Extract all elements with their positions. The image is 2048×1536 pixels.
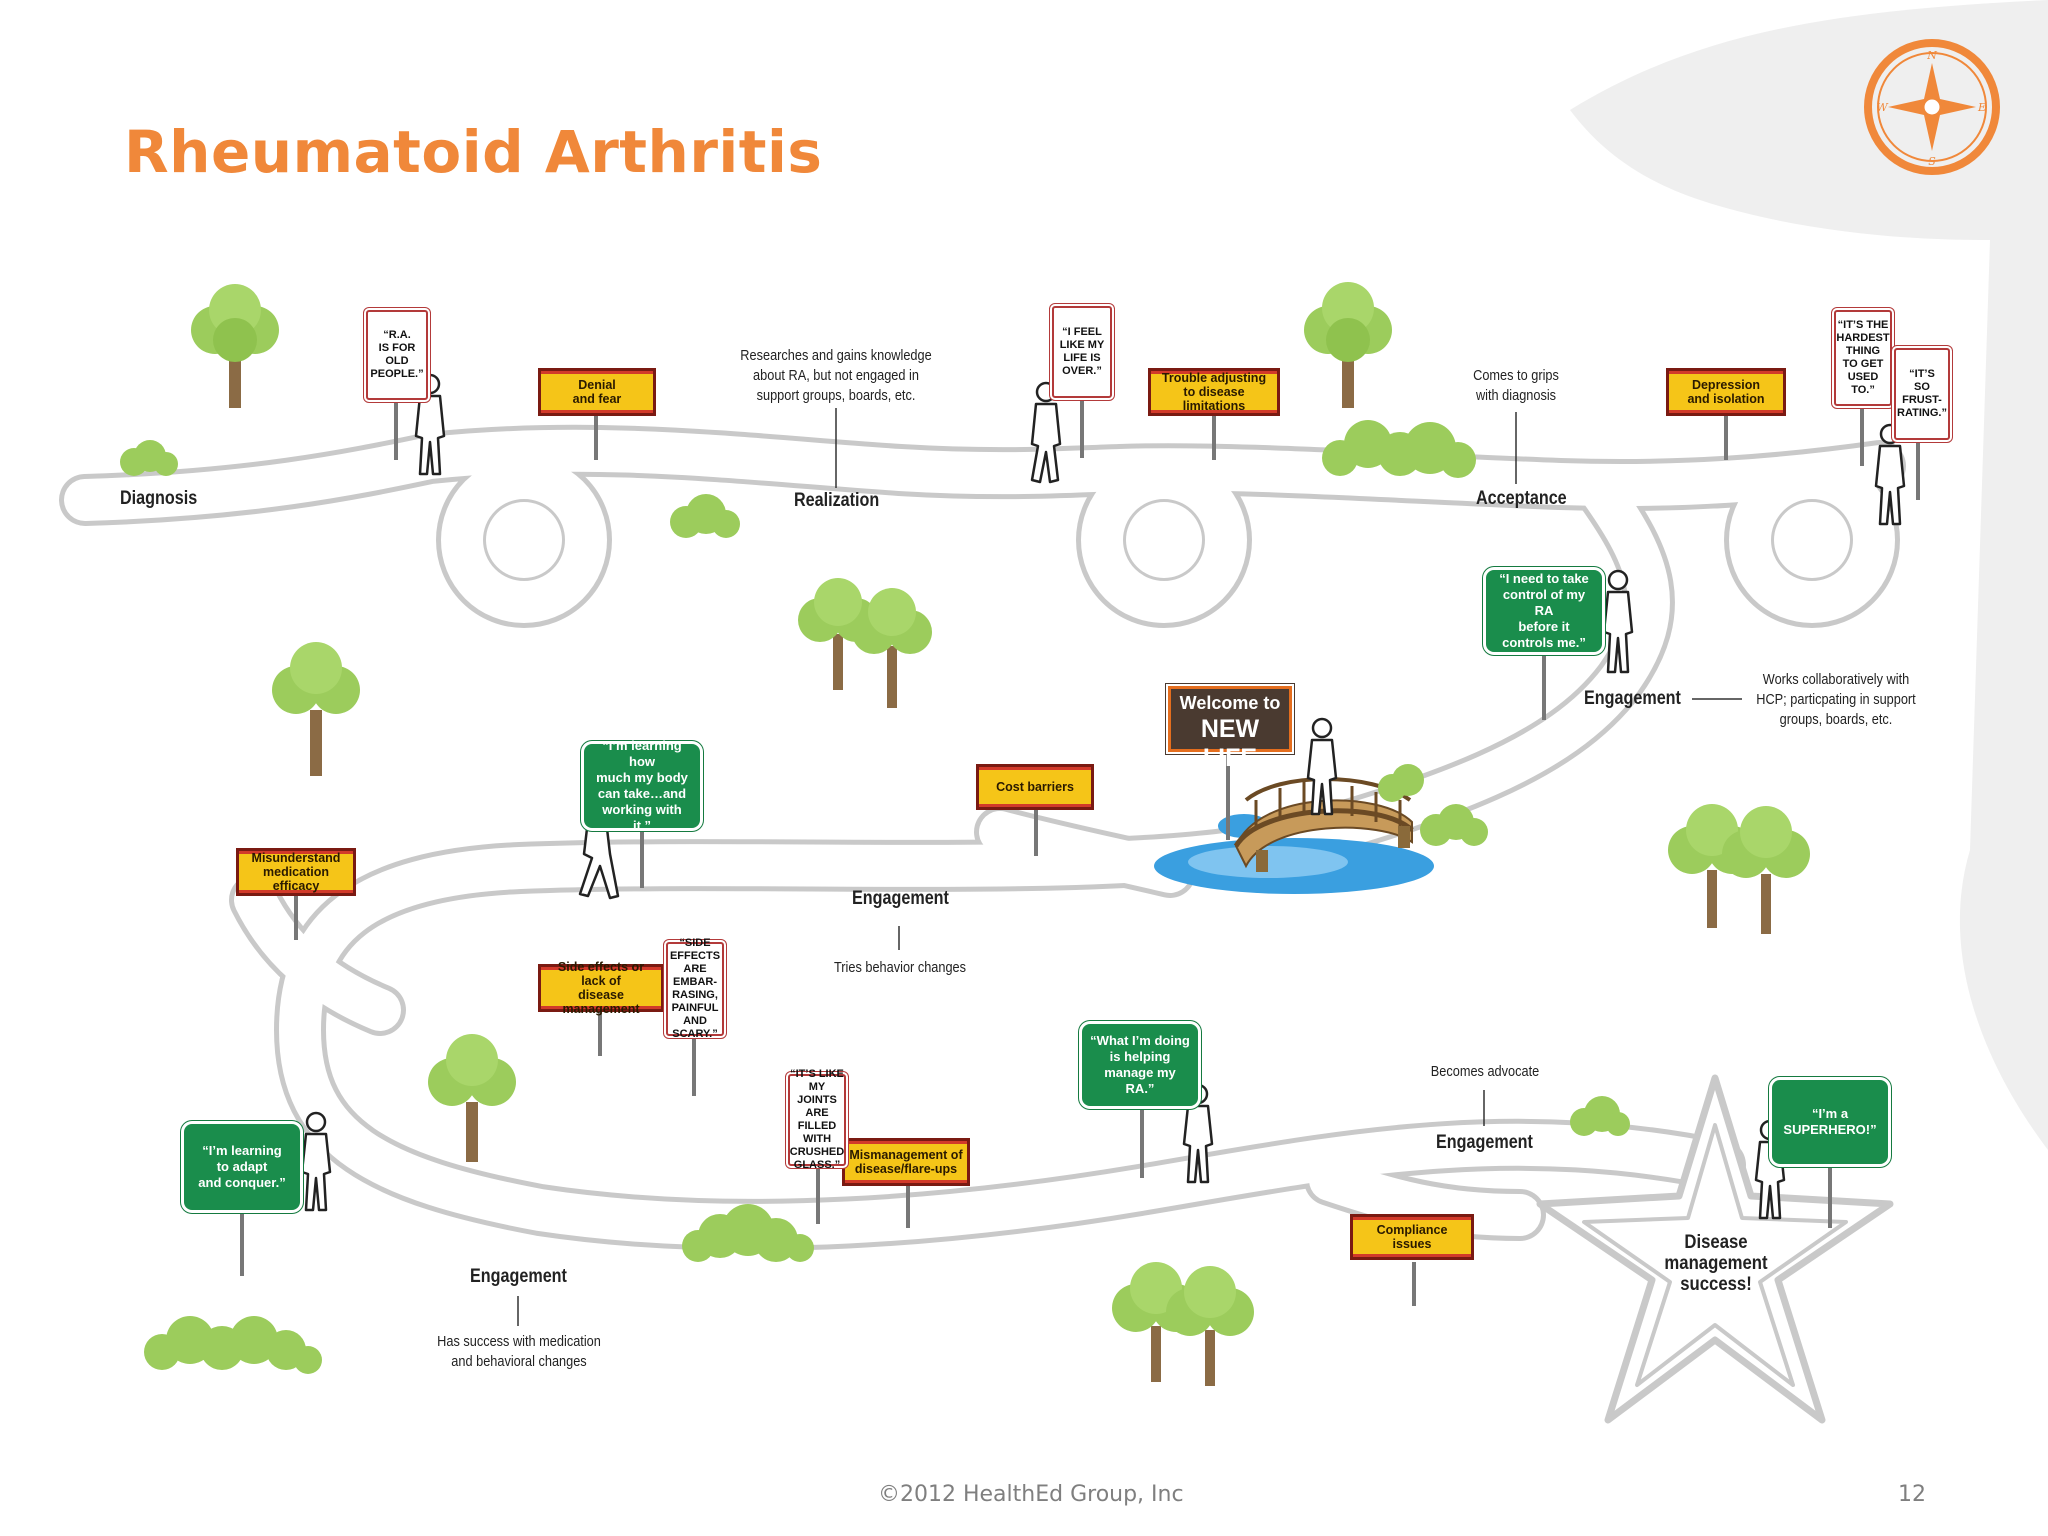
note-acceptance: Comes to grips with diagnosis bbox=[1473, 367, 1559, 404]
compass-north: N bbox=[1926, 49, 1937, 62]
welcome-line-1: Welcome to bbox=[1179, 693, 1281, 713]
warning-sign-denial: Denial and fear bbox=[538, 368, 656, 416]
bush bbox=[682, 1204, 814, 1262]
trees bbox=[191, 282, 1810, 1386]
tree bbox=[1722, 806, 1810, 934]
slide-title: Rheumatoid Arthritis bbox=[124, 118, 823, 186]
warning-sign-trouble-adjusting: Trouble adjusting to disease limitations bbox=[1148, 368, 1280, 416]
stage-label-engagement: Engagement bbox=[1436, 1132, 1533, 1153]
bush bbox=[1378, 764, 1424, 802]
tree bbox=[852, 588, 932, 708]
page-number: 12 bbox=[1898, 1482, 1926, 1507]
bush bbox=[670, 494, 740, 538]
tree bbox=[1304, 282, 1392, 408]
stage-label-engagement: Engagement bbox=[1584, 688, 1681, 709]
stage-label-engagement: Engagement bbox=[470, 1266, 567, 1287]
note-medication-success: Has success with medication and behavior… bbox=[437, 1333, 601, 1370]
leader-lines bbox=[517, 408, 1742, 1326]
warning-sign-side-effects: Side effects or lack of disease manageme… bbox=[538, 960, 664, 1016]
tree bbox=[272, 642, 360, 776]
green-sign-helping: “What I’m doing is helping manage my RA.… bbox=[1082, 1024, 1198, 1106]
road bbox=[59, 424, 1906, 1251]
green-sign-adapt-conquer: “I’m learning to adapt and conquer.” bbox=[184, 1124, 300, 1210]
compass-west: W bbox=[1876, 101, 1889, 114]
person-figure bbox=[1030, 381, 1062, 484]
stage-label-realization: Realization bbox=[794, 490, 880, 511]
tree bbox=[1166, 1266, 1254, 1386]
quote-sign-frustrating: “IT’S SO FRUST- RATING.” bbox=[1894, 348, 1950, 440]
quote-sign-old-people: “R.A. IS FOR OLD PEOPLE.” bbox=[366, 310, 428, 400]
compass-icon: N E S W bbox=[1864, 39, 2000, 175]
person-figure bbox=[1306, 717, 1338, 816]
bush bbox=[120, 440, 178, 476]
stage-label-acceptance: Acceptance bbox=[1476, 488, 1567, 509]
note-realization: Researches and gains knowledge about RA,… bbox=[740, 347, 932, 404]
tree bbox=[191, 284, 279, 408]
quote-sign-crushed-glass: “IT’S LIKE MY JOINTS ARE FILLED WITH CRU… bbox=[788, 1068, 846, 1171]
person-figure bbox=[1602, 569, 1634, 674]
bush bbox=[1420, 804, 1488, 846]
warning-sign-depression: Depression and isolation bbox=[1666, 368, 1786, 416]
stage-label-diagnosis: Diagnosis bbox=[120, 488, 198, 509]
person-figure bbox=[300, 1111, 332, 1212]
welcome-new-life-sign: Welcome to NEW LIFE bbox=[1168, 686, 1292, 772]
bush bbox=[1322, 420, 1476, 478]
bush bbox=[144, 1316, 322, 1374]
stage-label-engagement: Engagement bbox=[852, 888, 949, 909]
tree bbox=[428, 1034, 516, 1162]
warning-sign-compliance: Compliance issues bbox=[1350, 1214, 1474, 1260]
green-sign-take-control: “I need to take control of my RA before … bbox=[1486, 570, 1602, 652]
welcome-line-2: NEW LIFE bbox=[1200, 715, 1260, 772]
bushes bbox=[120, 420, 1630, 1374]
green-sign-superhero: “I’m a SUPERHERO!” bbox=[1772, 1080, 1888, 1164]
person-figure bbox=[1874, 423, 1906, 526]
copyright: ©2012 HealthEd Group, Inc bbox=[878, 1482, 1184, 1507]
warning-sign-mismanagement: Mismanagement of disease/flare-ups bbox=[842, 1138, 970, 1186]
warning-sign-misunderstand: Misunderstand medication efficacy bbox=[236, 848, 356, 896]
background-swoosh bbox=[1570, 0, 2048, 1150]
warning-sign-cost-barriers: Cost barriers bbox=[976, 764, 1094, 810]
quote-sign-embarrassing: “SIDE EFFECTS ARE EMBAR- RASING, PAINFUL… bbox=[666, 937, 724, 1040]
note-becomes-advocate: Becomes advocate bbox=[1430, 1063, 1540, 1080]
note-behavior-changes: Tries behavior changes bbox=[833, 959, 967, 976]
goal-label: Disease management success! bbox=[1664, 1232, 1768, 1295]
compass-south: S bbox=[1928, 155, 1936, 168]
goal-star bbox=[1536, 1074, 1894, 1424]
compass-east: E bbox=[1977, 101, 1986, 114]
sign-posts bbox=[240, 398, 1920, 1306]
bush bbox=[1570, 1096, 1630, 1136]
green-sign-learning-body: “I’m learning how much my body can take…… bbox=[584, 738, 700, 833]
note-engagement-hcp: Works collaboratively with HCP; particpa… bbox=[1756, 671, 1916, 728]
quote-sign-hardest-thing: “IT’S THE HARDEST THING TO GET USED TO.” bbox=[1834, 310, 1892, 406]
quote-sign-life-over: “I FEEL LIKE MY LIFE IS OVER.” bbox=[1052, 306, 1112, 398]
